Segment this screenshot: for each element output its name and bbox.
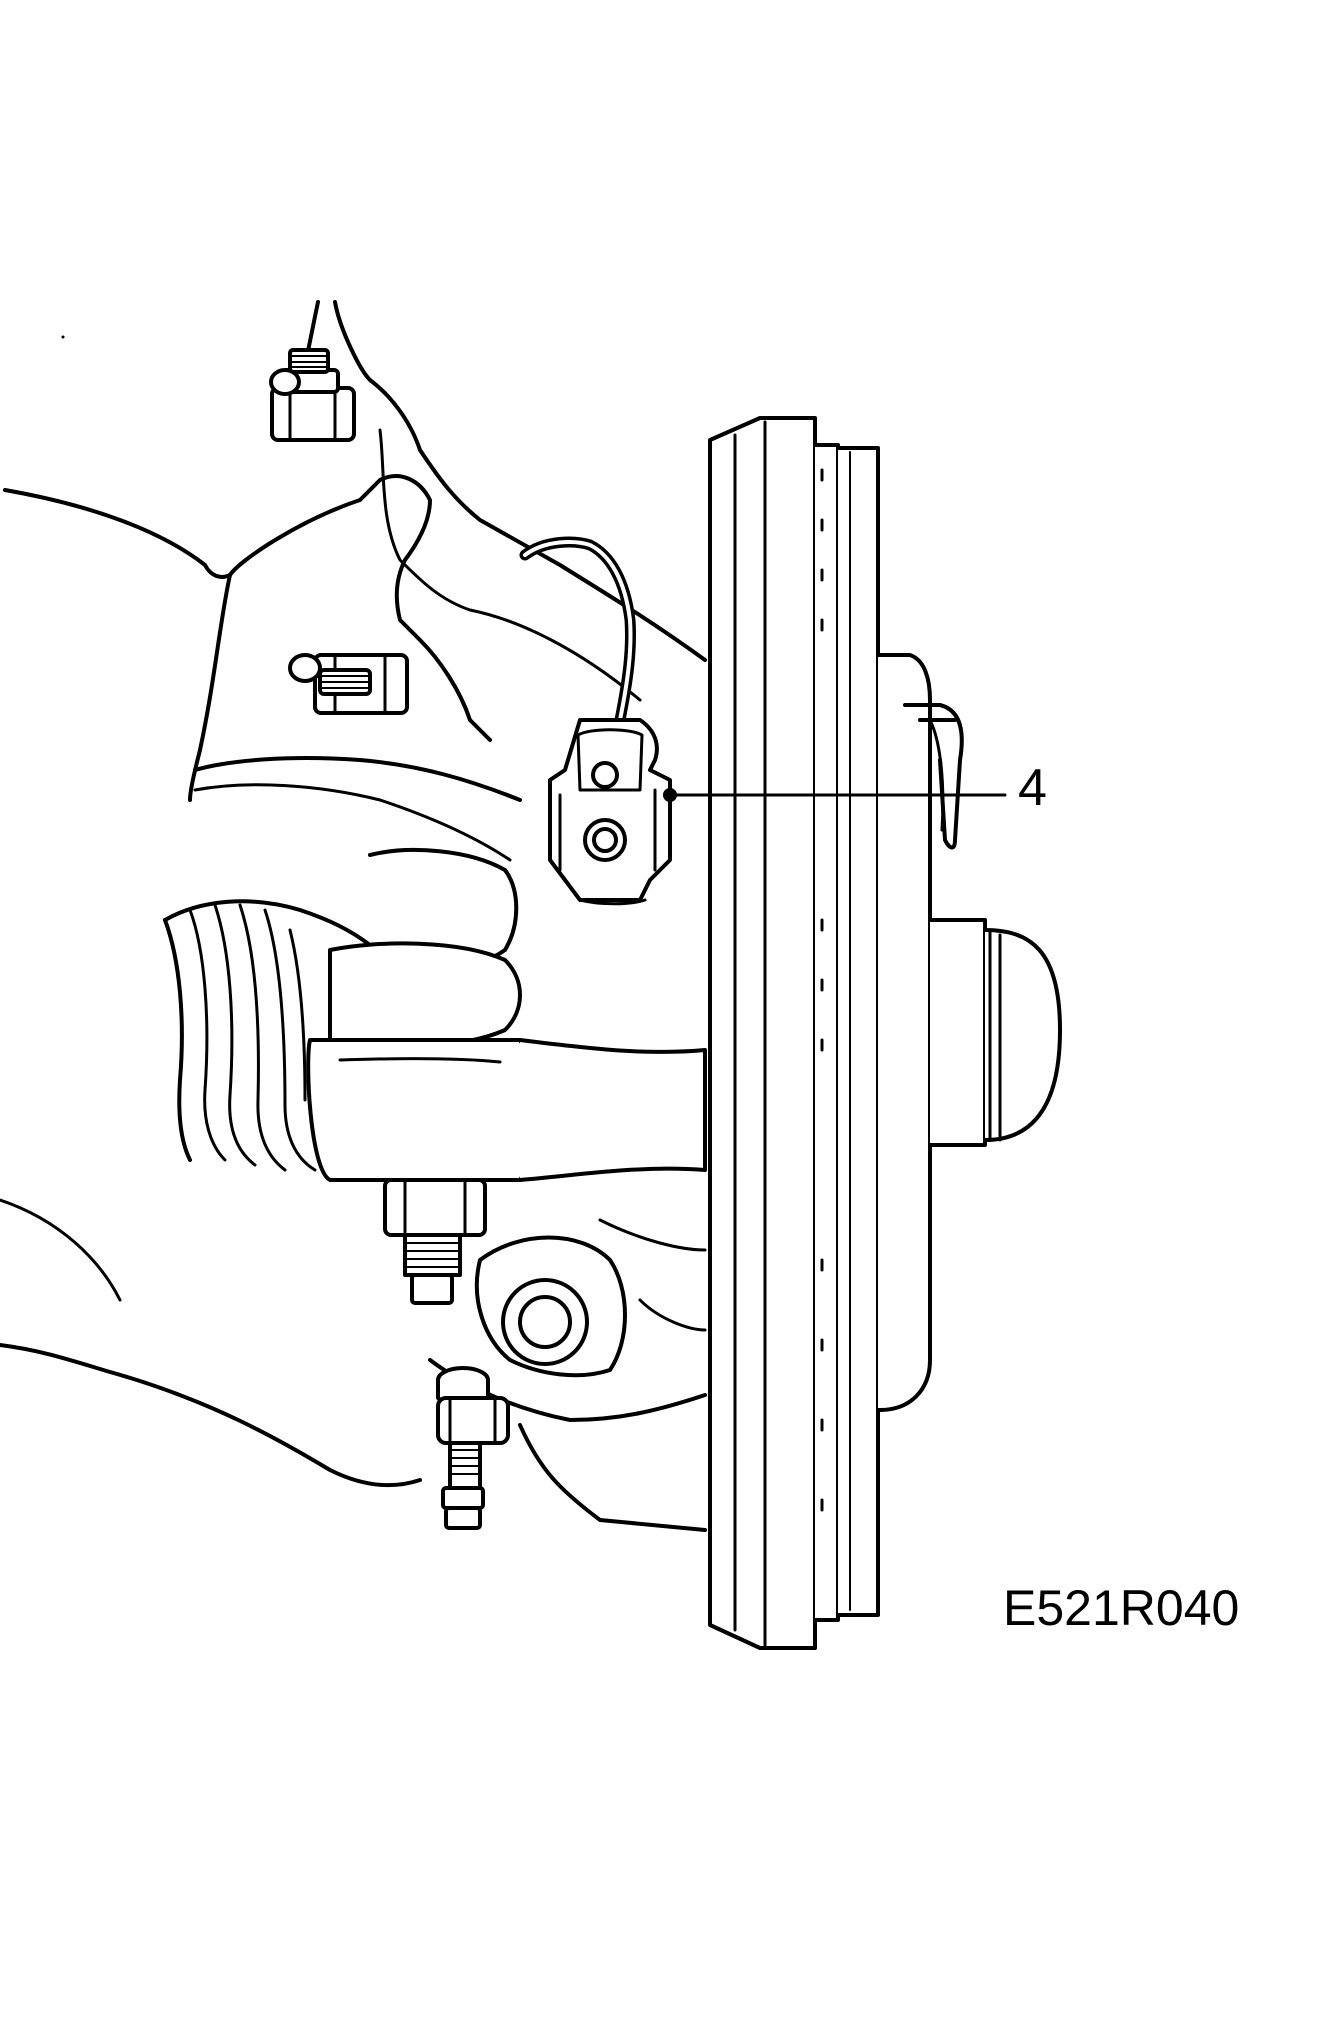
wheel-hub	[876, 653, 1062, 1412]
wheel-speed-sensor-connector	[548, 718, 672, 906]
tie-rod-bolt	[383, 1178, 487, 1305]
tie-rod-end	[306, 848, 707, 1182]
brake-disc	[708, 416, 880, 1650]
driveshaft-boot	[163, 899, 372, 1172]
sensor-cable	[519, 536, 637, 726]
body-outline	[0, 488, 422, 1488]
ball-joint-bolt	[436, 1366, 510, 1530]
pad-clip	[903, 703, 964, 850]
strut-bracket	[188, 300, 707, 862]
figure-code: E521R040	[1003, 1580, 1240, 1636]
lower-stud-nut	[288, 653, 409, 715]
callout-label-4: 4	[1018, 759, 1047, 817]
callout-leader-4	[663, 788, 1007, 802]
upper-stud-nut	[269, 348, 356, 442]
lower-control-arm	[428, 1218, 707, 1532]
